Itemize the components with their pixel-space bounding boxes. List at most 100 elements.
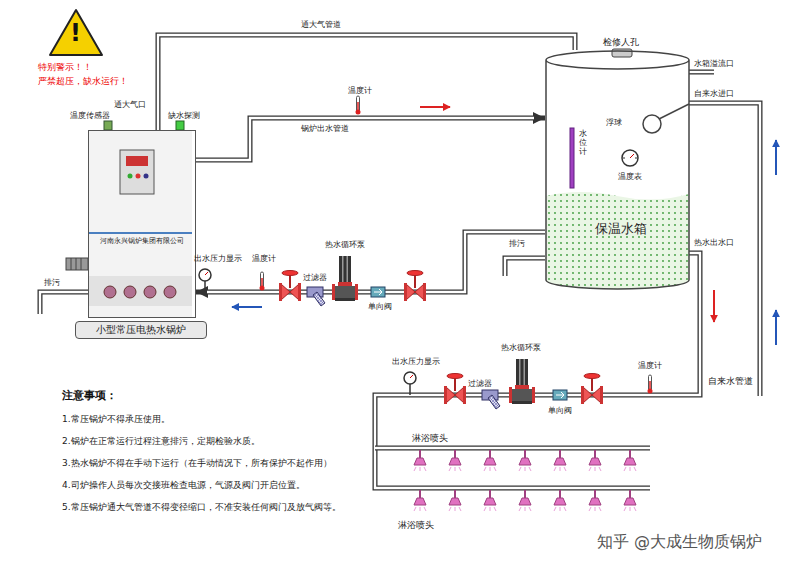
shower-head bbox=[624, 450, 636, 471]
water-detector bbox=[176, 121, 184, 130]
part-label: 自来水进口 bbox=[694, 89, 734, 98]
note-text: 5.常压锅炉通大气管道不得变径缩口，不准安装任何阀门及放气阀等。 bbox=[62, 502, 341, 512]
part-label: 排污 bbox=[509, 239, 525, 248]
note-text: 3.热水锅炉不得在手动下运行（在手动情况下，所有保护不起作用） bbox=[62, 458, 332, 468]
pressure-gauge bbox=[199, 269, 211, 292]
pipe bbox=[689, 70, 714, 75]
pressure-gauge bbox=[404, 372, 416, 395]
check-valve bbox=[553, 390, 567, 400]
part-label: 淋浴喷头 bbox=[398, 520, 434, 530]
part-label: 温度表 bbox=[618, 172, 642, 181]
part-label: 检修人孔 bbox=[603, 37, 639, 47]
shower-head bbox=[414, 490, 426, 511]
shower-head bbox=[414, 450, 426, 471]
shower-head bbox=[554, 490, 566, 511]
button bbox=[128, 174, 133, 179]
warning-title: 特别警示！！ bbox=[38, 62, 92, 72]
pipes bbox=[40, 72, 760, 488]
pipe-connector bbox=[196, 232, 545, 292]
part-label: 温度传感器 bbox=[70, 111, 110, 120]
water-tank: 保温水箱 bbox=[545, 50, 696, 290]
part-label: 出水压力显示 bbox=[392, 357, 440, 366]
flow-arrow bbox=[713, 290, 715, 322]
button bbox=[144, 174, 149, 179]
part-label: 浮球 bbox=[606, 118, 622, 127]
shower-head bbox=[589, 450, 601, 471]
pipe-connector bbox=[196, 118, 545, 160]
shower-head bbox=[589, 490, 601, 511]
part-label: 温度计 bbox=[252, 254, 276, 263]
temperature-sensor bbox=[104, 121, 112, 130]
warning-sign bbox=[50, 10, 102, 55]
pipe-connector bbox=[158, 35, 575, 130]
part-label: 热水循环泵 bbox=[501, 343, 541, 352]
gate-valve bbox=[279, 271, 301, 302]
note-text: 1.常压锅炉不得承压使用。 bbox=[62, 414, 170, 424]
part-label: 过滤器 bbox=[303, 273, 327, 282]
thermometer bbox=[356, 96, 361, 115]
maker-name: 河南永兴锅炉集团有限公司 bbox=[89, 238, 195, 245]
part-label: 水箱溢流口 bbox=[694, 59, 734, 68]
flow-arrow bbox=[232, 306, 262, 308]
part-label: 单向阀 bbox=[548, 406, 572, 415]
shower-head bbox=[484, 450, 496, 471]
boiler-base-band bbox=[88, 276, 192, 306]
temperature-dial bbox=[622, 150, 638, 166]
part-label: 缺水探测 bbox=[168, 111, 200, 120]
part-label: 温度计 bbox=[638, 361, 662, 370]
shower-head bbox=[519, 490, 531, 511]
manhole bbox=[612, 49, 632, 57]
pipe-bore bbox=[40, 292, 88, 314]
pipe bbox=[40, 292, 88, 314]
level-gauge bbox=[570, 128, 574, 188]
shower-heads bbox=[414, 450, 636, 511]
flow-arrow bbox=[420, 106, 450, 108]
button bbox=[136, 174, 141, 179]
part-label: 通大气口 bbox=[114, 100, 146, 109]
filter bbox=[307, 287, 325, 306]
part-label: 热水出水口 bbox=[694, 238, 734, 247]
control-panel bbox=[120, 150, 154, 194]
part-label: 温度计 bbox=[348, 86, 372, 95]
shower-head bbox=[449, 490, 461, 511]
pipe-bore bbox=[505, 258, 545, 276]
check-valve bbox=[371, 287, 385, 297]
gate-valve bbox=[404, 271, 426, 302]
pipe-label: 锅炉出水管道 bbox=[300, 124, 350, 133]
gate-valve bbox=[581, 374, 603, 405]
shower-head bbox=[484, 490, 496, 511]
thermometer bbox=[648, 375, 653, 394]
boiler-name: 小型常压电热水锅炉 bbox=[75, 321, 207, 339]
note-text: 4.司炉操作人员每次交接班检查电源，气源及阀门开启位置。 bbox=[62, 480, 305, 490]
tank-water bbox=[546, 192, 689, 289]
shower-head bbox=[554, 450, 566, 471]
heating-element bbox=[66, 258, 88, 270]
note-text: 注意事项： bbox=[62, 390, 117, 403]
trim-line bbox=[88, 232, 192, 234]
display bbox=[126, 156, 148, 166]
note-text: 2.锅炉在正常运行过程注意排污，定期检验水质。 bbox=[62, 436, 260, 446]
tank-outline bbox=[545, 50, 690, 290]
shower-head bbox=[624, 490, 636, 511]
pipe-bore bbox=[689, 71, 714, 73]
pipe-bore bbox=[375, 447, 650, 449]
pipe bbox=[505, 258, 545, 276]
gate-valve bbox=[444, 374, 466, 405]
circulation-pump bbox=[509, 359, 535, 404]
boiler: 河南永兴锅炉集团有限公司小型常压电热水锅炉 bbox=[88, 130, 196, 318]
part-label: 单向阀 bbox=[368, 302, 392, 311]
watermark: 知乎 @大成生物质锅炉 bbox=[597, 533, 762, 551]
filter bbox=[482, 390, 500, 409]
tank-name: 保温水箱 bbox=[545, 222, 696, 237]
part-label: 自来水管道 bbox=[708, 376, 753, 386]
part-label: 排污 bbox=[44, 278, 60, 287]
shower-head bbox=[519, 450, 531, 471]
boiler-body bbox=[88, 130, 192, 318]
shower-head bbox=[449, 450, 461, 471]
pipe bbox=[375, 446, 650, 451]
part-label: 热水循环泵 bbox=[325, 240, 365, 249]
warning-text: 严禁超压，缺水运行！ bbox=[38, 76, 128, 86]
float-ball bbox=[643, 104, 689, 133]
part-label: 水位计 bbox=[579, 130, 587, 156]
part-label: 淋浴喷头 bbox=[412, 433, 448, 443]
